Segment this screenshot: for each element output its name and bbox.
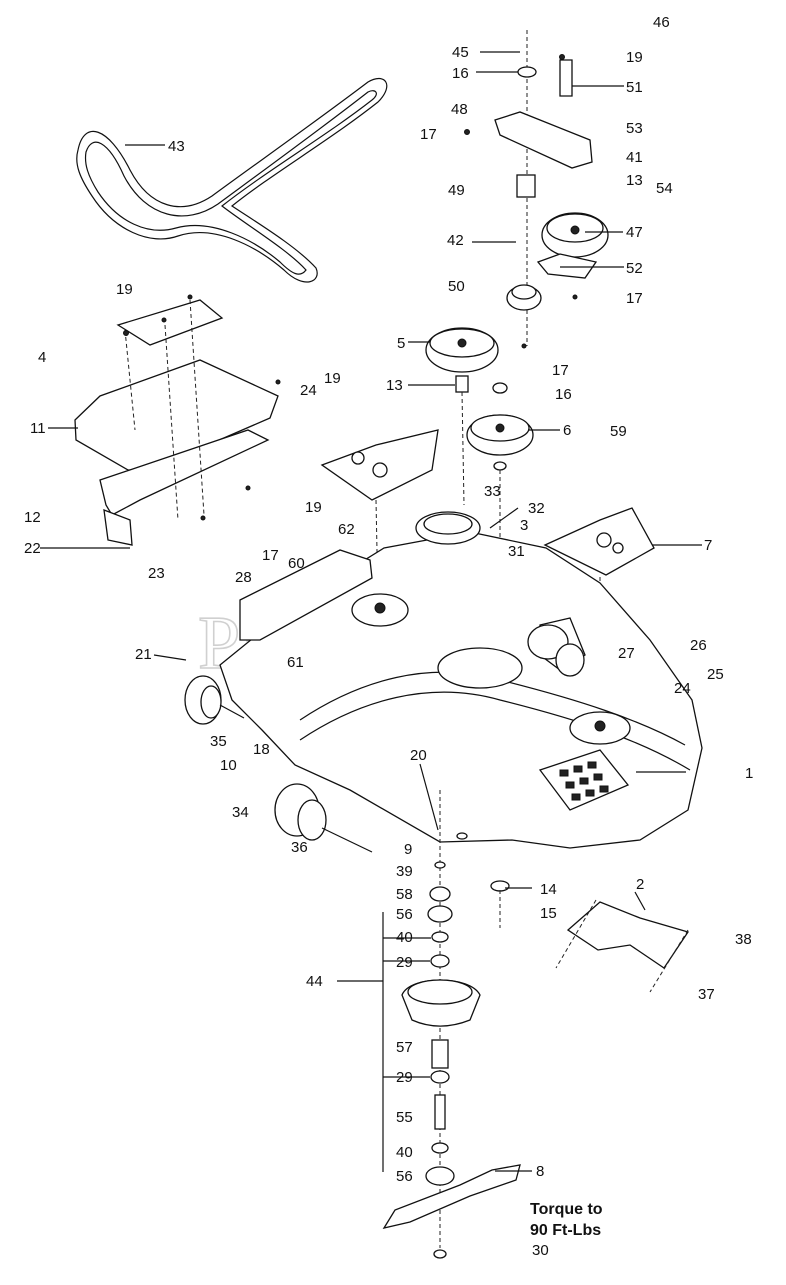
callout-25: 25 [707, 666, 724, 683]
mount-bracket-assembly [74, 294, 281, 546]
blade-8 [382, 1164, 521, 1229]
pulley-6 [466, 382, 534, 705]
callout-50: 50 [448, 278, 465, 295]
callout-34: 34 [232, 804, 249, 821]
callout-54: 54 [656, 180, 673, 197]
callout-11: 11 [30, 420, 46, 437]
callout-58: 58 [396, 886, 413, 903]
callout-30: 30 [532, 1242, 549, 1259]
callout-15: 15 [540, 905, 557, 922]
callout-19: 19 [305, 499, 322, 516]
mower-deck-1 [219, 511, 703, 849]
callout-29: 29 [396, 1069, 413, 1086]
callout-42: 42 [447, 232, 464, 249]
callout-23: 23 [148, 565, 165, 582]
spindle-assembly-44 [337, 790, 481, 1259]
callout-53: 53 [626, 120, 643, 137]
callout-43: 43 [168, 138, 185, 155]
gauge-wheel-35 [184, 675, 245, 725]
callout-8: 8 [536, 1163, 544, 1180]
deck-vent-grid [559, 761, 609, 801]
callout-3: 3 [520, 517, 528, 534]
callout-44: 44 [306, 973, 323, 990]
callout-20: 20 [410, 747, 427, 764]
belt-43 [76, 77, 388, 283]
callout-16: 16 [452, 65, 469, 82]
callout-10: 10 [220, 757, 237, 774]
washer-9 [456, 832, 468, 840]
idler-arm-assembly [464, 30, 609, 349]
gauge-wheel-36 [274, 783, 373, 853]
callout-28: 28 [235, 569, 252, 586]
callout-56: 56 [396, 906, 413, 923]
callout-51: 51 [626, 79, 643, 96]
torque-note-line-2: 90 Ft-Lbs [530, 1222, 601, 1239]
callout-17: 17 [552, 362, 569, 379]
callout-19: 19 [626, 49, 643, 66]
callout-17: 17 [262, 547, 279, 564]
callout-48: 48 [451, 101, 468, 118]
callout-39: 39 [396, 863, 413, 880]
callout-46: 46 [653, 14, 670, 31]
callout-60: 60 [288, 555, 305, 572]
callout-6: 6 [563, 422, 571, 439]
callout-35: 35 [210, 733, 227, 750]
callout-19: 19 [324, 370, 341, 387]
callout-40: 40 [396, 1144, 413, 1161]
callout-24: 24 [300, 382, 317, 399]
callout-labels: 46 45 19 16 51 48 53 17 41 13 54 49 42 4… [24, 14, 753, 1259]
callout-31: 31 [508, 543, 525, 560]
callout-1: 1 [745, 765, 753, 782]
callout-62: 62 [338, 521, 355, 538]
callout-29: 29 [396, 954, 413, 971]
callout-22: 22 [24, 540, 41, 557]
callout-33: 33 [484, 483, 501, 500]
callout-12: 12 [24, 509, 41, 526]
callout-5: 5 [397, 335, 405, 352]
callout-59: 59 [610, 423, 627, 440]
callout-24: 24 [674, 680, 691, 697]
callout-27: 27 [618, 645, 635, 662]
callout-49: 49 [448, 182, 465, 199]
callout-36: 36 [291, 839, 308, 856]
callout-13: 13 [386, 377, 403, 394]
callout-16: 16 [555, 386, 572, 403]
pulley-5 [425, 327, 499, 506]
rear-roller [527, 624, 585, 677]
callout-32: 32 [528, 500, 545, 517]
callout-4: 4 [38, 349, 46, 366]
deck-cover-62 [320, 429, 439, 603]
callout-56: 56 [396, 1168, 413, 1185]
callout-61: 61 [287, 654, 304, 671]
callout-18: 18 [253, 741, 270, 758]
leader-lines [40, 51, 702, 1172]
torque-note-line-1: Torque to [530, 1201, 603, 1218]
callout-17: 17 [420, 126, 437, 143]
callout-26: 26 [690, 637, 707, 654]
callout-52: 52 [626, 260, 643, 277]
callout-47: 47 [626, 224, 643, 241]
callout-41: 41 [626, 149, 643, 166]
callout-9: 9 [404, 841, 412, 858]
callout-40: 40 [396, 929, 413, 946]
callout-2: 2 [636, 876, 644, 893]
bracket-2 [555, 899, 690, 993]
callout-13: 13 [626, 172, 643, 189]
callout-19: 19 [116, 281, 133, 298]
callout-57: 57 [396, 1039, 413, 1056]
washer-14 [490, 880, 510, 892]
callout-14: 14 [540, 881, 557, 898]
callout-45: 45 [452, 44, 469, 61]
callout-37: 37 [698, 986, 715, 1003]
callout-38: 38 [735, 931, 752, 948]
callout-55: 55 [396, 1109, 413, 1126]
callout-7: 7 [704, 537, 712, 554]
callout-21: 21 [135, 646, 152, 663]
callout-17: 17 [626, 290, 643, 307]
